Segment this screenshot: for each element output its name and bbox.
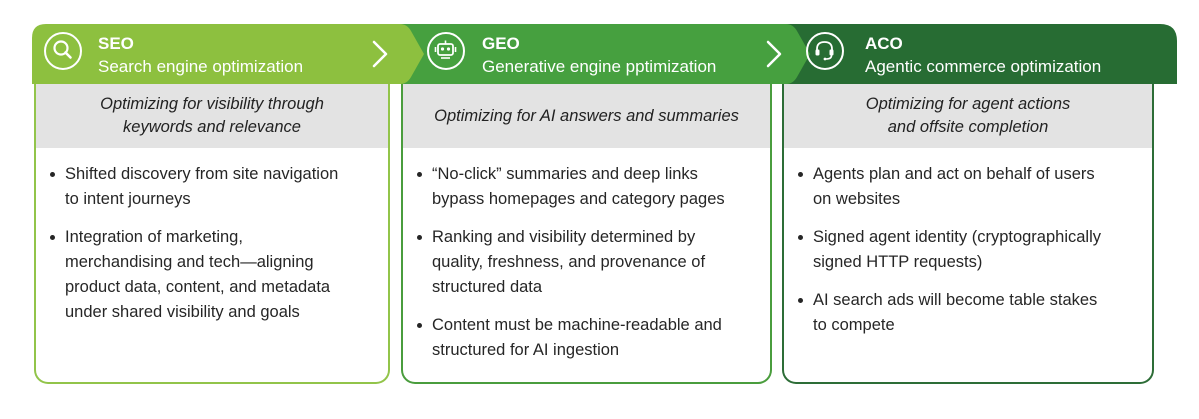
aco-name: Agentic commerce optimization bbox=[865, 57, 1102, 76]
bullet-line: Content must be machine-readable and bbox=[432, 316, 722, 334]
bullet-line: structured data bbox=[432, 278, 543, 296]
list-item: Content must be machine-readable and str… bbox=[417, 313, 754, 363]
header-line: Optimizing for AI answers and summaries bbox=[434, 106, 739, 125]
seo-bullet-list: Shifted discovery from site navigation t… bbox=[36, 148, 388, 325]
list-item: Agents plan and act on behalf of users o… bbox=[798, 162, 1136, 212]
list-item: “No-click” summaries and deep links bypa… bbox=[417, 162, 754, 212]
header-line: keywords and relevance bbox=[123, 118, 301, 136]
bullet-line: Agents plan and act on behalf of users bbox=[813, 165, 1095, 183]
bullet-line: under shared visibility and goals bbox=[65, 303, 300, 321]
seo-card-header: Optimizing for visibility through keywor… bbox=[36, 84, 388, 148]
bullet-line: to intent journeys bbox=[65, 190, 191, 208]
headset-icon bbox=[806, 32, 844, 70]
aco-banner bbox=[770, 24, 1177, 84]
aco-card-header: Optimizing for agent actions and offsite… bbox=[784, 84, 1152, 148]
seo-chevron-icon bbox=[372, 40, 388, 68]
bullet-line: Signed agent identity (cryptographically bbox=[813, 228, 1102, 246]
banner-chevrons bbox=[32, 24, 1177, 84]
bullet-line: Integration of marketing, bbox=[65, 228, 243, 246]
header-line: Optimizing for visibility through bbox=[100, 95, 324, 113]
geo-abbr: GEO bbox=[482, 34, 520, 53]
bullet-line: product data, content, and metadata bbox=[65, 278, 331, 296]
aco-title-block: ACO Agentic commerce optimization bbox=[865, 34, 1101, 77]
bullet-line: signed HTTP requests) bbox=[813, 253, 983, 271]
aco-bullet-list: Agents plan and act on behalf of users o… bbox=[784, 148, 1152, 338]
bullet-line: merchandising and tech—aligning bbox=[65, 253, 314, 271]
seo-abbr: SEO bbox=[98, 34, 134, 53]
list-item: Integration of marketing, merchandising … bbox=[50, 225, 372, 325]
magnifier-icon bbox=[44, 32, 82, 70]
seo-card: Optimizing for visibility through keywor… bbox=[34, 84, 390, 384]
geo-card-header: Optimizing for AI answers and summaries bbox=[403, 84, 770, 148]
geo-banner bbox=[400, 24, 810, 84]
aco-abbr: ACO bbox=[865, 34, 903, 53]
bullet-line: “No-click” summaries and deep links bbox=[432, 165, 698, 183]
bullet-line: on websites bbox=[813, 190, 901, 208]
bullet-line: structured for AI ingestion bbox=[432, 341, 620, 359]
bullet-line: quality, freshness, and provenance of bbox=[432, 253, 706, 271]
robot-icon bbox=[427, 32, 465, 70]
header-line: Optimizing for agent actions bbox=[865, 95, 1071, 113]
list-item: Signed agent identity (cryptographically… bbox=[798, 225, 1136, 275]
seo-name: Search engine optimization bbox=[98, 57, 304, 76]
bullet-line: to compete bbox=[813, 316, 895, 334]
geo-title-block: GEO Generative engine pptimization bbox=[482, 34, 716, 77]
bullet-line: Shifted discovery from site navigation bbox=[65, 165, 339, 183]
geo-bullet-list: “No-click” summaries and deep links bypa… bbox=[403, 148, 770, 363]
geo-chevron-icon bbox=[766, 40, 782, 68]
list-item: AI search ads will become table stakes t… bbox=[798, 288, 1136, 338]
geo-card: Optimizing for AI answers and summaries … bbox=[401, 84, 772, 384]
bullet-line: AI search ads will become table stakes bbox=[813, 291, 1098, 309]
header-line: and offsite completion bbox=[887, 118, 1049, 136]
geo-name: Generative engine pptimization bbox=[482, 57, 717, 76]
list-item: Shifted discovery from site navigation t… bbox=[50, 162, 372, 212]
bullet-line: Ranking and visibility determined by bbox=[432, 228, 696, 246]
seo-title-block: SEO Search engine optimization bbox=[98, 34, 303, 77]
bullet-line: bypass homepages and category pages bbox=[432, 190, 725, 208]
seo-banner bbox=[32, 24, 424, 84]
aco-card: Optimizing for agent actions and offsite… bbox=[782, 84, 1154, 384]
list-item: Ranking and visibility determined by qua… bbox=[417, 225, 754, 300]
